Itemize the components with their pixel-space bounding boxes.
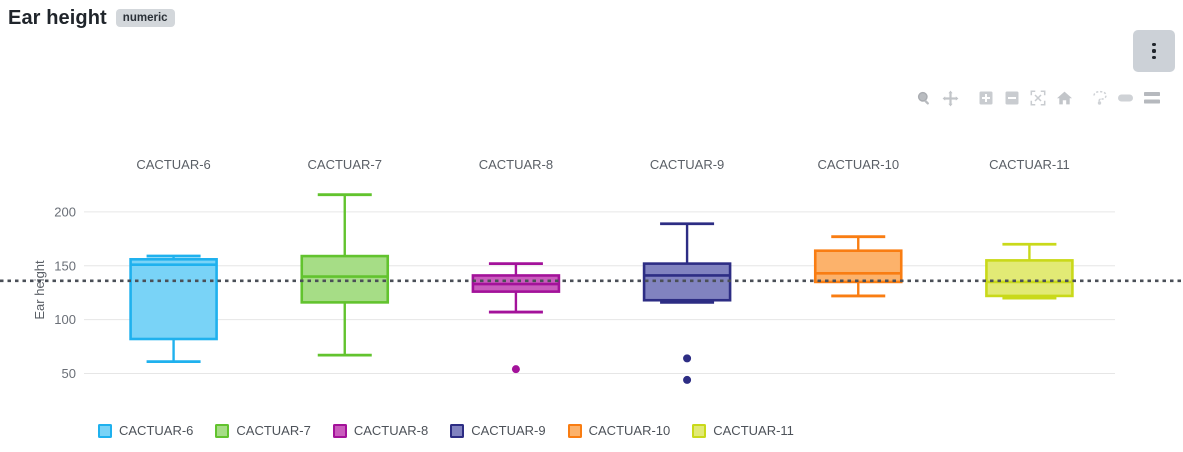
legend-swatch-icon [450, 423, 465, 438]
legend-item[interactable]: CACTUAR-11 [692, 423, 794, 438]
legend-swatch-icon [98, 423, 112, 438]
box-iqr[interactable] [300, 254, 390, 304]
box-iqr[interactable] [813, 249, 903, 284]
legend-swatch-icon [332, 423, 347, 438]
y-axis-tick-label: 150 [54, 258, 76, 273]
legend-item[interactable]: CACTUAR-7 [215, 423, 311, 438]
box-plot-group[interactable] [471, 262, 561, 374]
outlier-point[interactable] [511, 365, 520, 374]
column-title: CACTUAR-6 [136, 157, 210, 172]
column-title: CACTUAR-10 [817, 157, 899, 172]
chart-legend[interactable]: CACTUAR-6 CACTUAR-7 CACTUAR-8 CACTUAR-9 CACT… [98, 423, 816, 438]
box-plot-group[interactable] [300, 193, 390, 357]
zoom-out-icon[interactable] [999, 85, 1025, 111]
pan-icon[interactable] [937, 85, 963, 111]
outlier-point[interactable] [683, 354, 692, 363]
legend-item[interactable]: CACTUAR-9 [450, 423, 546, 438]
box-iqr[interactable] [985, 259, 1074, 298]
modebar-divider [963, 98, 973, 99]
column-title: CACTUAR-8 [479, 157, 553, 172]
zoom-icon[interactable] [911, 85, 937, 111]
legend-item-label: CACTUAR-11 [713, 423, 794, 438]
legend-item-label: CACTUAR-10 [588, 423, 671, 438]
box-plot-group[interactable] [129, 254, 218, 364]
legend-swatch-icon [215, 423, 230, 438]
lasso-select-icon[interactable] [1087, 85, 1113, 111]
hamburger-icon[interactable] [1139, 85, 1165, 111]
y-axis-tick-label: 200 [54, 204, 76, 219]
title-row: Ear height numeric [8, 6, 175, 30]
legend-item[interactable]: CACTUAR-8 [332, 423, 429, 438]
modebar-divider-2 [1077, 98, 1087, 99]
legend-item-label: CACTUAR-6 [119, 423, 194, 438]
y-axis-tick-label: 100 [54, 312, 76, 327]
legend-item-label: CACTUAR-9 [471, 423, 546, 438]
legend-swatch-icon [692, 423, 707, 438]
column-title: CACTUAR-7 [308, 157, 382, 172]
box-plot-group[interactable] [813, 235, 903, 298]
home-icon[interactable] [1051, 85, 1077, 111]
box-plot-group[interactable] [985, 242, 1074, 300]
box-iqr[interactable] [642, 262, 732, 302]
legend-item-label: CACTUAR-7 [236, 423, 311, 438]
legend-item[interactable]: CACTUAR-6 [98, 423, 193, 438]
box-iqr[interactable] [129, 258, 218, 341]
legend-item-label: CACTUAR-8 [353, 423, 429, 438]
outlier-point[interactable] [683, 375, 692, 384]
y-axis-tick-label: 50 [62, 366, 76, 381]
status-badge: numeric [115, 9, 175, 27]
box-plot-group[interactable] [642, 222, 732, 384]
column-title: CACTUAR-11 [989, 157, 1070, 172]
chart-modebar[interactable] [911, 85, 1165, 111]
legend-swatch-icon [567, 423, 582, 438]
page-title: Ear height [8, 7, 107, 29]
kebab-menu-button[interactable] [1133, 30, 1175, 72]
y-axis-title: Ear height [32, 260, 47, 320]
autoscale-icon[interactable] [1025, 85, 1051, 111]
kebab-menu-icon [1152, 43, 1156, 59]
page-header: Ear height numeric [0, 0, 1183, 72]
legend-item[interactable]: CACTUAR-10 [567, 423, 671, 438]
box-select-icon[interactable] [1113, 85, 1139, 111]
zoom-in-icon[interactable] [973, 85, 999, 111]
column-title: CACTUAR-9 [650, 157, 724, 172]
